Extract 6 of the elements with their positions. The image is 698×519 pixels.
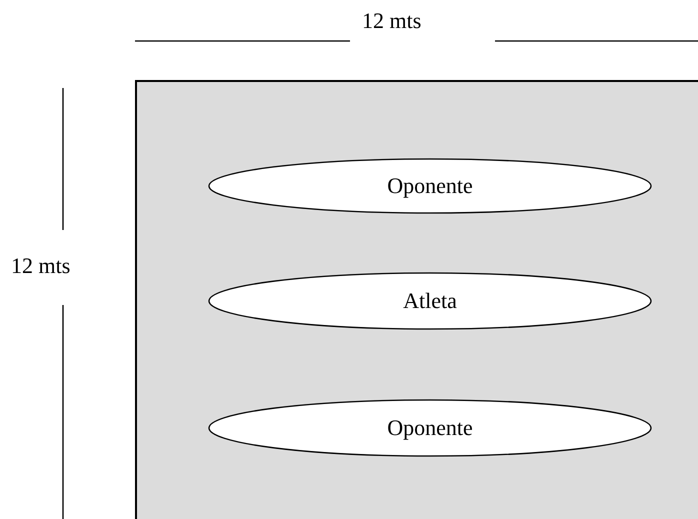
- dimension-label: 12 mts: [362, 8, 422, 34]
- player-label: Oponente: [386, 415, 474, 441]
- player-label: Atleta: [402, 288, 458, 314]
- court-area: [135, 80, 698, 519]
- dimension-label: 12 mts: [11, 253, 70, 279]
- player-label: Oponente: [386, 173, 474, 199]
